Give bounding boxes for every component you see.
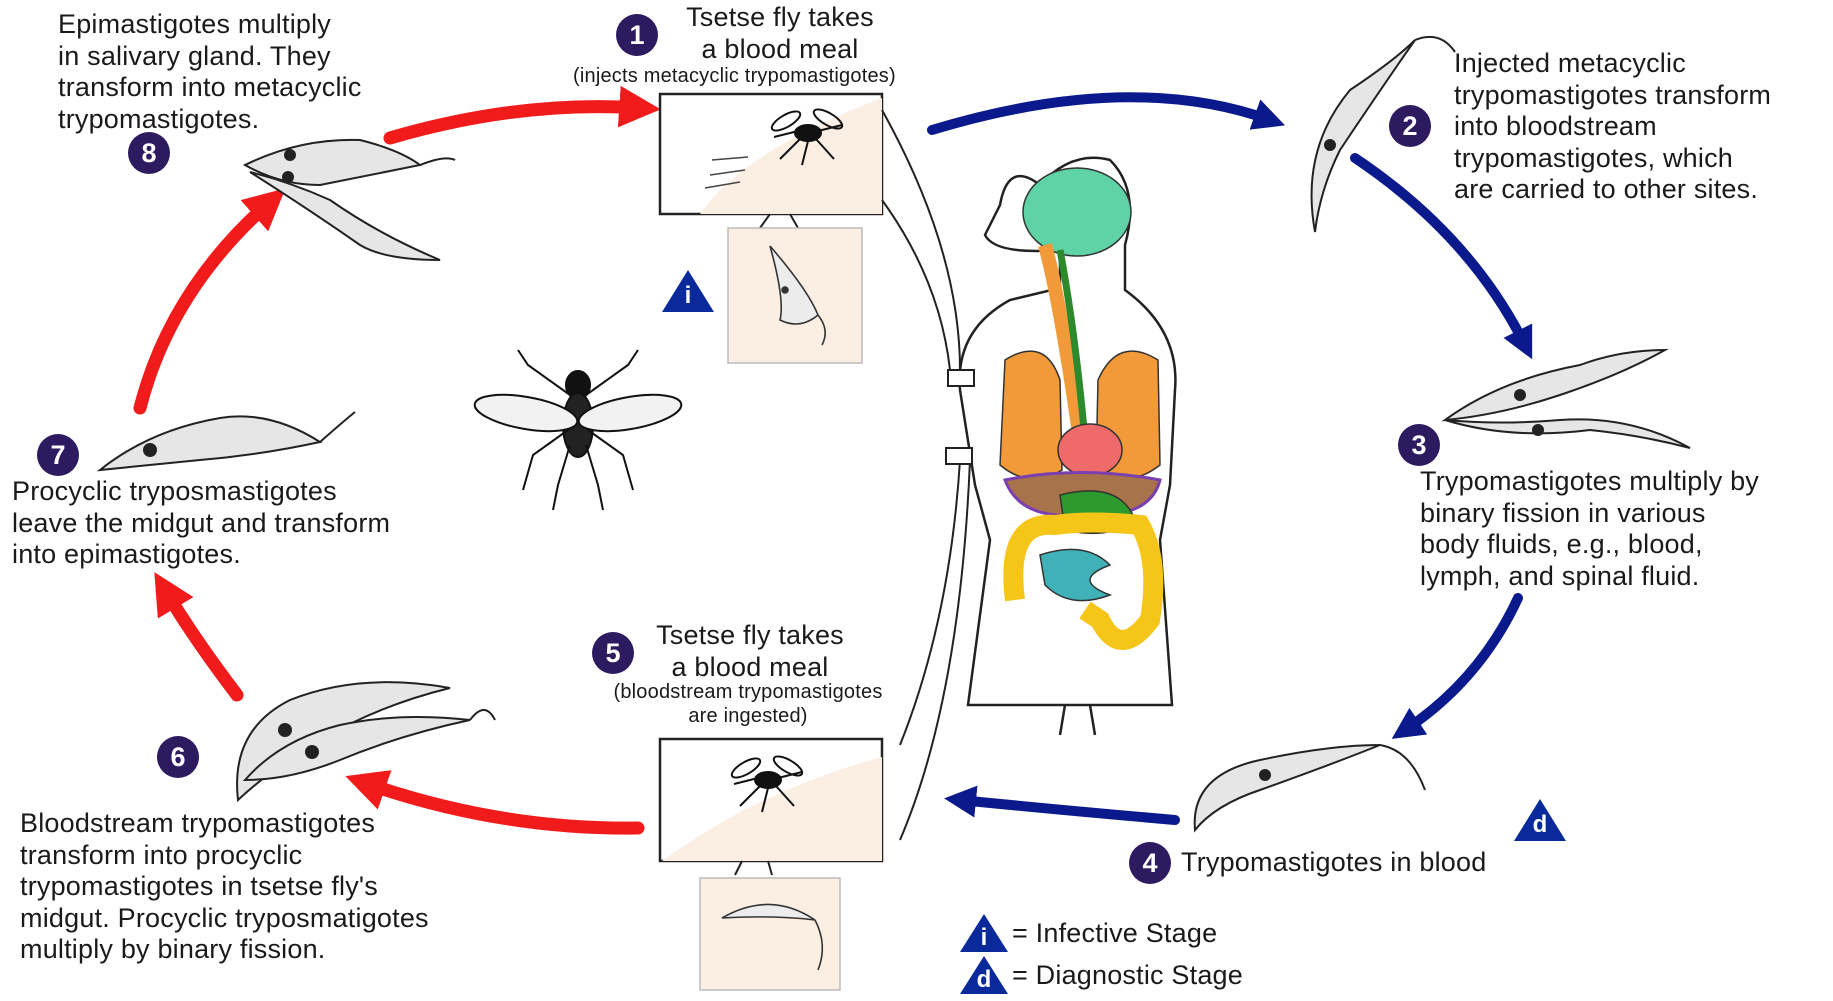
step-3-description: Trypomastigotes multiply by binary fissi…	[1420, 466, 1759, 592]
parasite-3b	[1445, 419, 1690, 448]
heart	[1058, 424, 1122, 476]
legend-infective-icon: i	[958, 912, 1010, 954]
bite-panel-1	[660, 94, 882, 363]
step-2-description: Injected metacyclic trypomastigotes tran…	[1454, 48, 1771, 206]
step-8-badge: 8	[128, 132, 170, 174]
brain	[1023, 168, 1131, 256]
parasite-8	[245, 140, 455, 260]
panel-connectors	[882, 110, 970, 840]
arrow-6-to-7	[165, 590, 237, 695]
infective-stage-marker: i	[660, 268, 716, 314]
arrow-3-to-4	[1405, 598, 1518, 730]
legend-diagnostic-icon: d	[958, 954, 1010, 996]
step-6-badge: 6	[157, 736, 199, 778]
diagnostic-stage-marker: d	[1512, 797, 1568, 843]
step-6-description: Bloodstream trypomastigotes transform in…	[20, 808, 429, 966]
step-8-description: Epimastigotes multiply in salivary gland…	[58, 9, 362, 135]
arrow-7-to-8	[140, 202, 270, 408]
arrow-4-to-5	[960, 800, 1175, 820]
human-body-figure	[946, 158, 1175, 735]
parasite-4	[1195, 745, 1425, 830]
step-5-badge: 5	[592, 632, 634, 674]
step-3-badge: 3	[1398, 424, 1440, 466]
step-2-badge: 2	[1389, 105, 1431, 147]
step-1-subtitle: (injects metacyclic trypomastigotes)	[573, 64, 896, 88]
bite-panel-5	[660, 739, 882, 990]
parasite-2	[1312, 37, 1455, 232]
step-5-subtitle: (bloodstream trypomastigotes are ingeste…	[578, 680, 918, 728]
step-7-badge: 7	[37, 434, 79, 476]
legend-diagnostic-label: = Diagnostic Stage	[1012, 960, 1243, 992]
parasite-3a	[1445, 350, 1665, 420]
tsetse-fly	[472, 350, 684, 510]
arrow-1-to-2	[932, 97, 1270, 130]
step-4-badge: 4	[1129, 842, 1171, 884]
arrow-8-to-1	[390, 107, 640, 138]
left-lung	[1000, 351, 1062, 479]
step-5-title: Tsetse fly takes a blood meal	[630, 620, 870, 683]
step-1-title: Tsetse fly takes a blood meal	[660, 2, 900, 65]
legend-infective-label: = Infective Stage	[1012, 918, 1217, 950]
parasite-7	[100, 412, 355, 470]
step-4-description: Trypomastigotes in blood	[1181, 847, 1486, 879]
step-7-description: Procyclic tryposmastigotes leave the mid…	[12, 476, 390, 571]
step-1-badge: 1	[616, 14, 658, 56]
